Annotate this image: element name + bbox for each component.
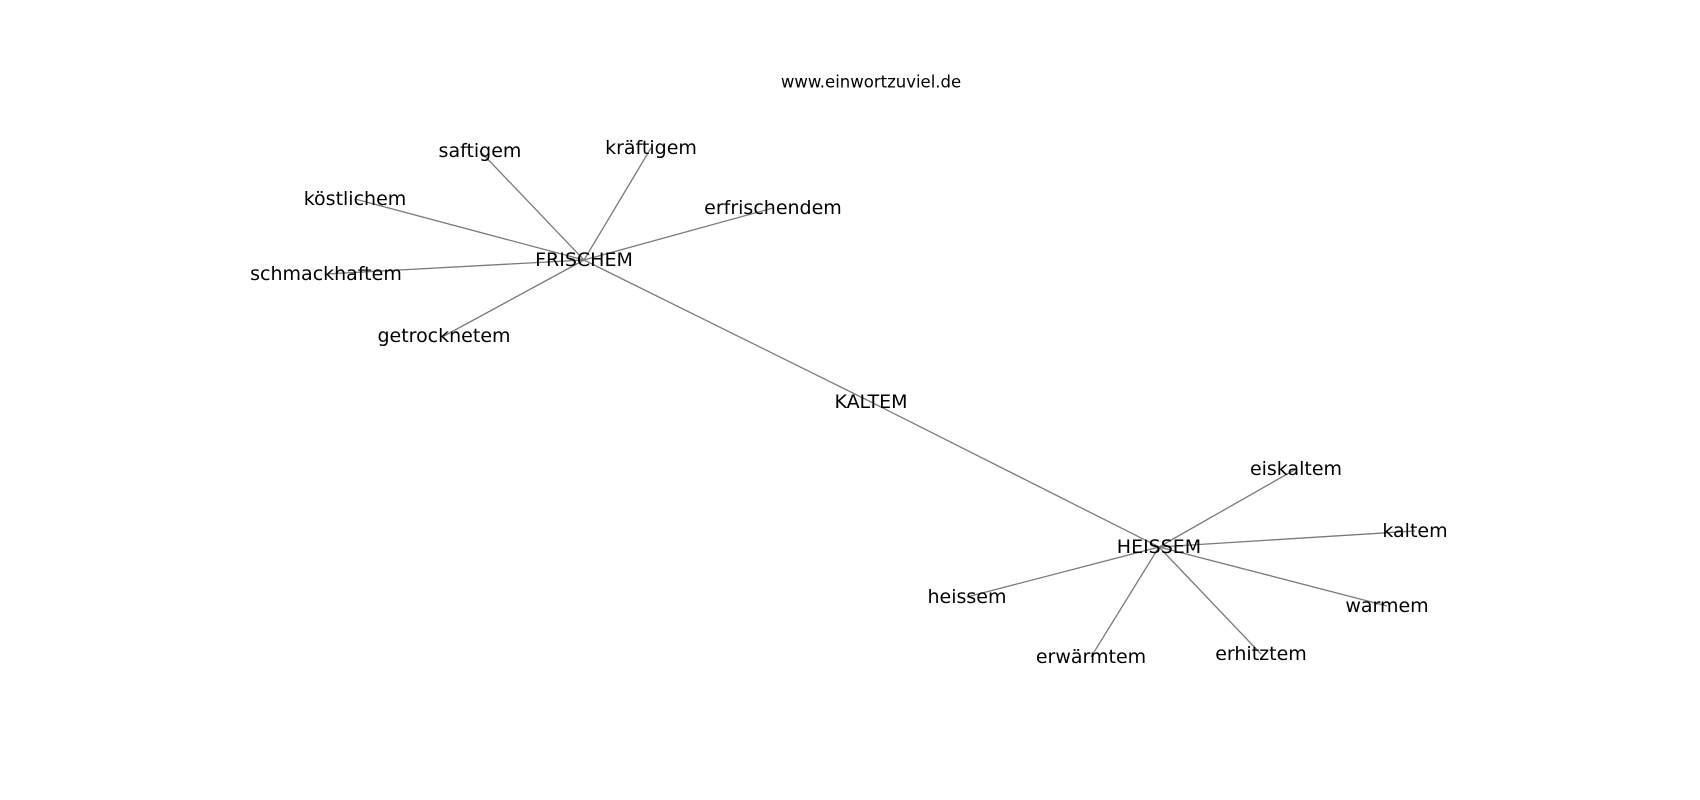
- edge-kaltem_center-heissem_hub: [870, 401, 1160, 548]
- edge-heissem_hub-eiskaltem: [1158, 468, 1297, 548]
- node-heissem: heissem: [927, 586, 1006, 608]
- edge-heissem_hub-erhitztem: [1158, 546, 1262, 655]
- node-erfrischendem: erfrischendem: [704, 197, 842, 219]
- edge-heissem_hub-kaltem: [1158, 530, 1416, 548]
- edge-frischem-getrocknetem: [443, 259, 585, 337]
- node-eiskaltem: eiskaltem: [1250, 458, 1342, 480]
- node-kaltem-center: KALTEM: [834, 391, 907, 413]
- edge-frischem-kraeftigem: [583, 147, 652, 261]
- graph-edges: [325, 147, 1416, 658]
- node-saftigem: saftigem: [439, 140, 522, 162]
- node-getrocknetem: getrocknetem: [377, 325, 510, 347]
- edge-heissem_hub-erwaermtem: [1090, 546, 1160, 658]
- node-heissem-hub: HEISSEM: [1117, 536, 1201, 558]
- node-schmackhaftem: schmackhaftem: [250, 263, 402, 285]
- edge-frischem-saftigem: [479, 150, 585, 261]
- node-kraeftigem: kräftigem: [605, 137, 697, 159]
- edge-heissem_hub-heissem: [966, 546, 1160, 598]
- node-frischem: FRISCHEM: [535, 249, 633, 271]
- edge-frischem-schmackhaftem: [325, 259, 585, 275]
- edge-heissem_hub-warmem: [1158, 546, 1388, 607]
- edge-frischem-kaltem_center: [583, 259, 872, 403]
- graph-nodes: FRISCHEM KALTEM HEISSEM saftigem kräftig…: [250, 137, 1447, 668]
- edge-frischem-koestlichem: [354, 198, 585, 261]
- node-erwaermtem: erwärmtem: [1036, 646, 1146, 668]
- node-erhitztem: erhitztem: [1215, 643, 1307, 665]
- site-watermark: www.einwortzuviel.de: [781, 73, 961, 92]
- node-koestlichem: köstlichem: [304, 188, 407, 210]
- edge-frischem-erfrischendem: [583, 207, 774, 261]
- node-warmem: warmem: [1345, 595, 1428, 617]
- node-kaltem: kaltem: [1382, 520, 1447, 542]
